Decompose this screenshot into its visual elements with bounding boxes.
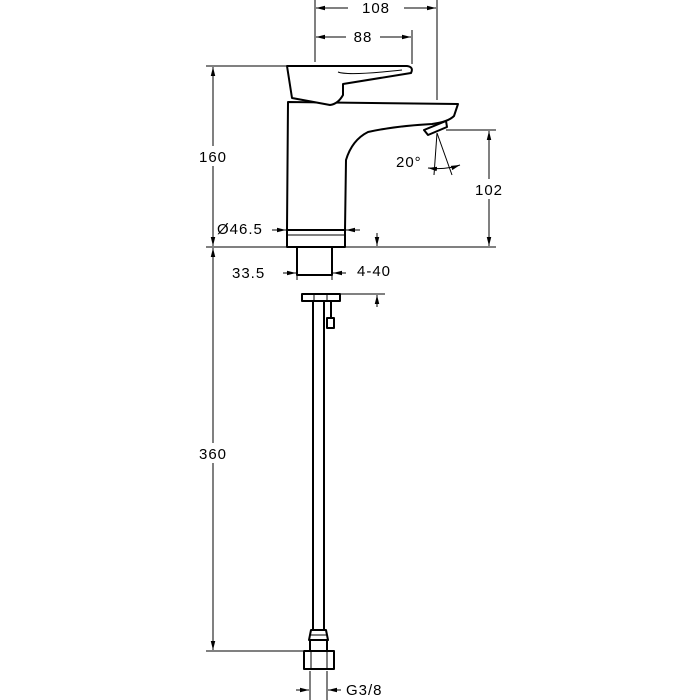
dimension-connection-thread: G3/8 bbox=[296, 671, 383, 700]
dimension-body-width: 88 bbox=[316, 29, 413, 64]
faucet-body bbox=[286, 65, 459, 248]
dimension-body-height: 160 bbox=[196, 65, 288, 248]
lever-handle bbox=[286, 65, 413, 106]
supply-hose bbox=[303, 301, 335, 670]
dimension-deck-thickness: 4-40 bbox=[340, 233, 391, 307]
mounting-nut bbox=[301, 293, 341, 302]
dimension-base-diameter: Ø46.5 bbox=[217, 221, 360, 238]
nut-neck bbox=[309, 639, 328, 652]
label-base-diameter: Ø46.5 bbox=[217, 221, 263, 238]
connection-nut bbox=[303, 650, 335, 670]
fixing-stud-tip bbox=[326, 317, 335, 329]
label-hose-length: 360 bbox=[199, 446, 227, 463]
angle-arc bbox=[427, 164, 461, 172]
faucet-spout-body bbox=[286, 101, 459, 231]
label-connection-thread: G3/8 bbox=[346, 682, 383, 699]
base-ring bbox=[286, 229, 346, 248]
label-spout-angle: 20° bbox=[396, 154, 422, 171]
dimension-spout-angle: 20° bbox=[396, 132, 461, 176]
dimension-hose-length: 360 bbox=[196, 248, 303, 652]
label-body-width: 88 bbox=[354, 29, 373, 46]
dimension-overall-width: 108 bbox=[314, 0, 438, 100]
label-spout-height: 102 bbox=[475, 182, 503, 199]
label-overall-width: 108 bbox=[362, 0, 390, 17]
spout-outlet bbox=[423, 120, 448, 136]
dimension-spout-height: 102 bbox=[346, 129, 507, 248]
dimension-shank-diameter: 33.5 bbox=[232, 250, 346, 282]
lever-edge-line bbox=[337, 69, 403, 75]
label-deck-thickness: 4-40 bbox=[357, 263, 391, 280]
mounting-assembly bbox=[296, 246, 341, 329]
label-shank-diameter: 33.5 bbox=[232, 265, 265, 282]
label-body-height: 160 bbox=[199, 149, 227, 166]
threaded-shank bbox=[296, 246, 333, 276]
